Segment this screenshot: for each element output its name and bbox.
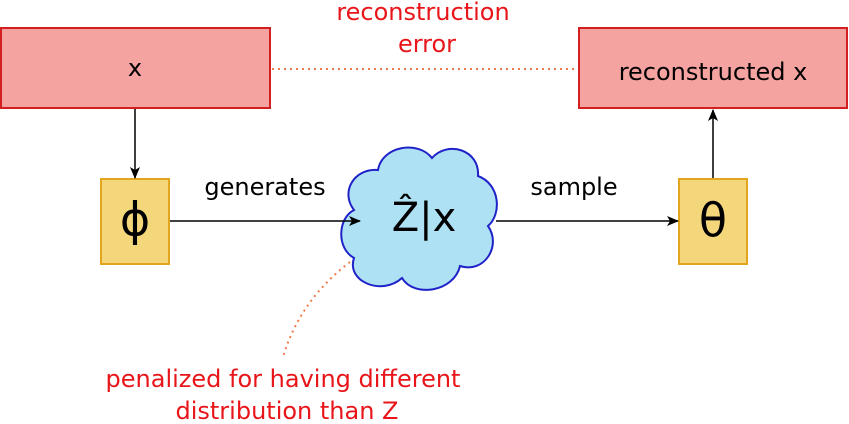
reconstruction-error-label-line1: reconstruction: [336, 0, 509, 26]
reconstructed-x-box: [578, 27, 848, 109]
latent-label: Ẑ|x: [392, 193, 457, 241]
sample-label: sample: [530, 173, 617, 201]
reconstruction-error-label-line2: error: [398, 30, 456, 58]
input-x-box: [0, 27, 271, 109]
penalty-connector: [282, 261, 351, 358]
reconstructed-x-label: reconstructed x: [619, 58, 808, 86]
penalty-label-line2: distribution than Z: [175, 397, 398, 424]
encoder-phi-label: ϕ: [120, 193, 150, 247]
generates-label: generates: [204, 173, 325, 201]
input-x-label: x: [128, 54, 142, 82]
encoder-phi-box: [100, 178, 170, 265]
latent-cloud: [340, 146, 498, 291]
decoder-theta-box: [678, 178, 748, 265]
decoder-theta-label: θ: [699, 194, 727, 248]
penalty-label-line1: penalized for having different: [106, 365, 461, 393]
